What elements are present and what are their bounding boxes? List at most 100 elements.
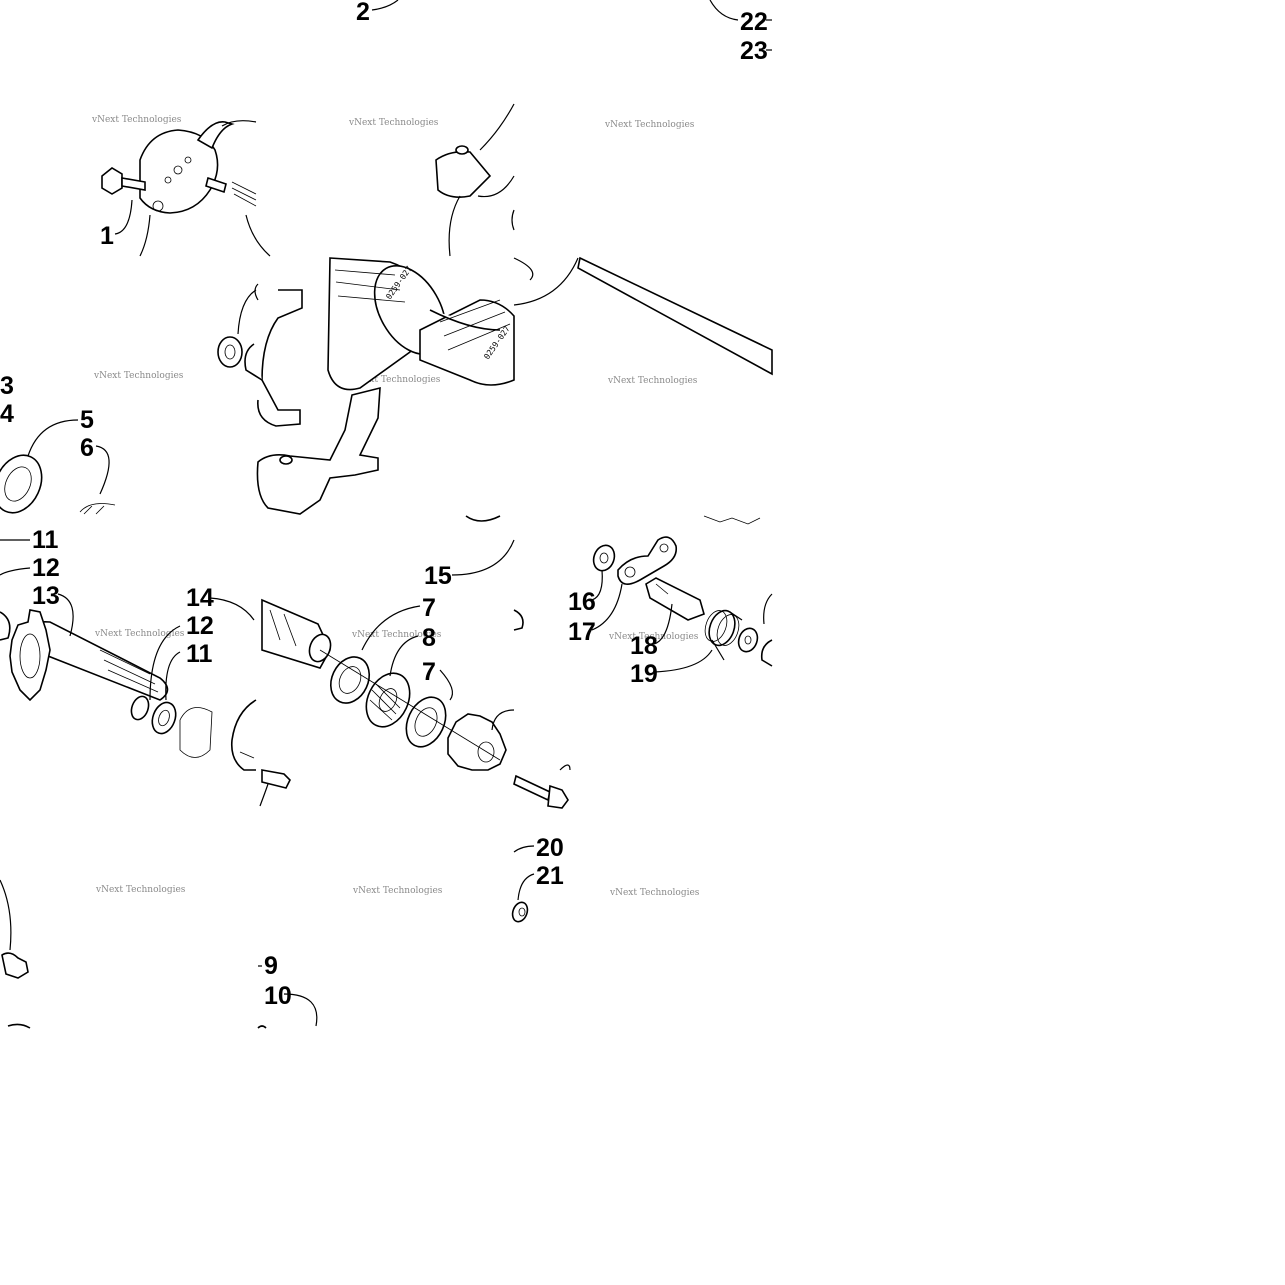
- gear-bolt: [513, 774, 569, 809]
- leader-line: [491, 709, 515, 731]
- spring-washer-8: [365, 672, 411, 728]
- part-edge: [257, 1025, 267, 1029]
- shift-fork-mid: [257, 289, 303, 427]
- leader-line: [283, 993, 318, 1027]
- leader-line: [245, 214, 271, 257]
- retaining-ring: [244, 343, 263, 381]
- watermark: vNext Technologies: [351, 630, 442, 640]
- leader-line: [139, 214, 151, 257]
- thrust-washer-7b: [405, 696, 447, 748]
- watermark: vNext Technologies: [94, 629, 185, 639]
- lever-end: [0, 879, 31, 1029]
- washer-right: [737, 593, 773, 667]
- shift-drum: 0259-027 0259-027: [327, 257, 515, 391]
- leader-line: [114, 199, 133, 235]
- leader-line: [517, 873, 535, 901]
- washer-16: [592, 544, 616, 572]
- bushing: [179, 707, 213, 758]
- kickstart-gear: [9, 609, 51, 702]
- watermark: vNext Technologies: [93, 371, 184, 381]
- watermark-group: vNext Technologies vNext Technologies vN…: [91, 115, 700, 898]
- axis-line: [319, 649, 501, 761]
- callout-19: 19: [630, 660, 658, 688]
- leader-line: [591, 583, 623, 631]
- watermark: vNext Technologies: [352, 886, 443, 896]
- callout-1: 1: [100, 222, 114, 250]
- leader-line: [439, 669, 453, 701]
- washer-5: [0, 454, 43, 514]
- callout-7: 7: [422, 594, 436, 622]
- washer-12a: [0, 611, 11, 641]
- leader-line: [0, 567, 31, 576]
- washer-11b: [151, 701, 177, 735]
- callout-20: 20: [536, 834, 564, 862]
- callout-labels: 2 22 23 1 3 4 5 6 11 12 13 14 12 11 15 7…: [0, 0, 768, 1010]
- leader-line: [653, 603, 673, 645]
- callout-11: 11: [32, 526, 59, 554]
- pivot-bolt-18: [645, 577, 705, 621]
- leader-line: [653, 649, 713, 673]
- callout-5: 5: [80, 406, 94, 434]
- leader-line: [511, 209, 515, 231]
- shift-arm-17: [617, 536, 678, 585]
- spring-partial: [79, 503, 116, 515]
- leader-line: [389, 635, 419, 677]
- idler-shaft: [261, 598, 332, 669]
- leader-line: [709, 0, 739, 21]
- callout-8: 8: [422, 624, 436, 652]
- idler-gear: [447, 713, 507, 771]
- part-edge: [703, 515, 761, 525]
- callout-6: 6: [80, 434, 94, 462]
- shift-shaft: [513, 256, 773, 376]
- torsion-spring-19: [704, 609, 743, 661]
- watermark: vNext Technologies: [604, 120, 695, 130]
- watermark: vNext Technologies: [95, 885, 186, 895]
- shift-fork-lower: [256, 386, 381, 515]
- callout-22: 22: [740, 8, 768, 36]
- kick-lever-partial: [230, 699, 257, 771]
- leader-line: [27, 419, 79, 457]
- callout-14: 14: [186, 584, 214, 612]
- leader-line: [371, 0, 399, 11]
- watermark: vNext Technologies: [609, 888, 700, 898]
- watermark: vNext Technologies: [608, 632, 699, 642]
- callout-16: 16: [568, 588, 596, 616]
- part-edge: [465, 515, 501, 522]
- leader-line: [591, 569, 603, 601]
- watermark: vNext Technologies: [91, 115, 182, 125]
- callout-18: 18: [630, 632, 658, 660]
- callout-12-b: 12: [186, 612, 214, 640]
- leader-line: [513, 845, 535, 853]
- leader-line: [149, 625, 181, 701]
- small-bolt: [261, 769, 291, 789]
- watermark: vNext Technologies: [350, 375, 441, 385]
- callout-9: 9: [264, 952, 278, 980]
- sensor-pin: [205, 176, 257, 207]
- callout-11-b: 11: [186, 640, 213, 668]
- callout-15: 15: [424, 562, 452, 590]
- callout-13: 13: [32, 582, 60, 610]
- leader-line: [361, 605, 421, 651]
- leader-line: [259, 783, 269, 807]
- leader-line: [57, 593, 74, 637]
- callout-7-b: 7: [422, 658, 436, 686]
- circlip-12b: [130, 695, 150, 721]
- washer-21: [511, 901, 529, 923]
- sensor-screw: [101, 167, 146, 195]
- leader-line: [559, 764, 571, 771]
- watermark: vNext Technologies: [348, 118, 439, 128]
- callout-17: 17: [568, 618, 596, 646]
- callout-23: 23: [740, 37, 768, 65]
- leader-line: [209, 597, 255, 621]
- leader-line: [451, 539, 515, 576]
- shift-position-sensor: [139, 120, 257, 214]
- callout-10: 10: [264, 982, 292, 1010]
- callout-3: 3: [0, 372, 14, 400]
- watermark: vNext Technologies: [607, 376, 698, 386]
- shift-fork-upper: [435, 103, 515, 257]
- leader-line: [95, 445, 110, 495]
- callout-21: 21: [536, 862, 564, 890]
- thrust-washer-7a: [329, 656, 371, 704]
